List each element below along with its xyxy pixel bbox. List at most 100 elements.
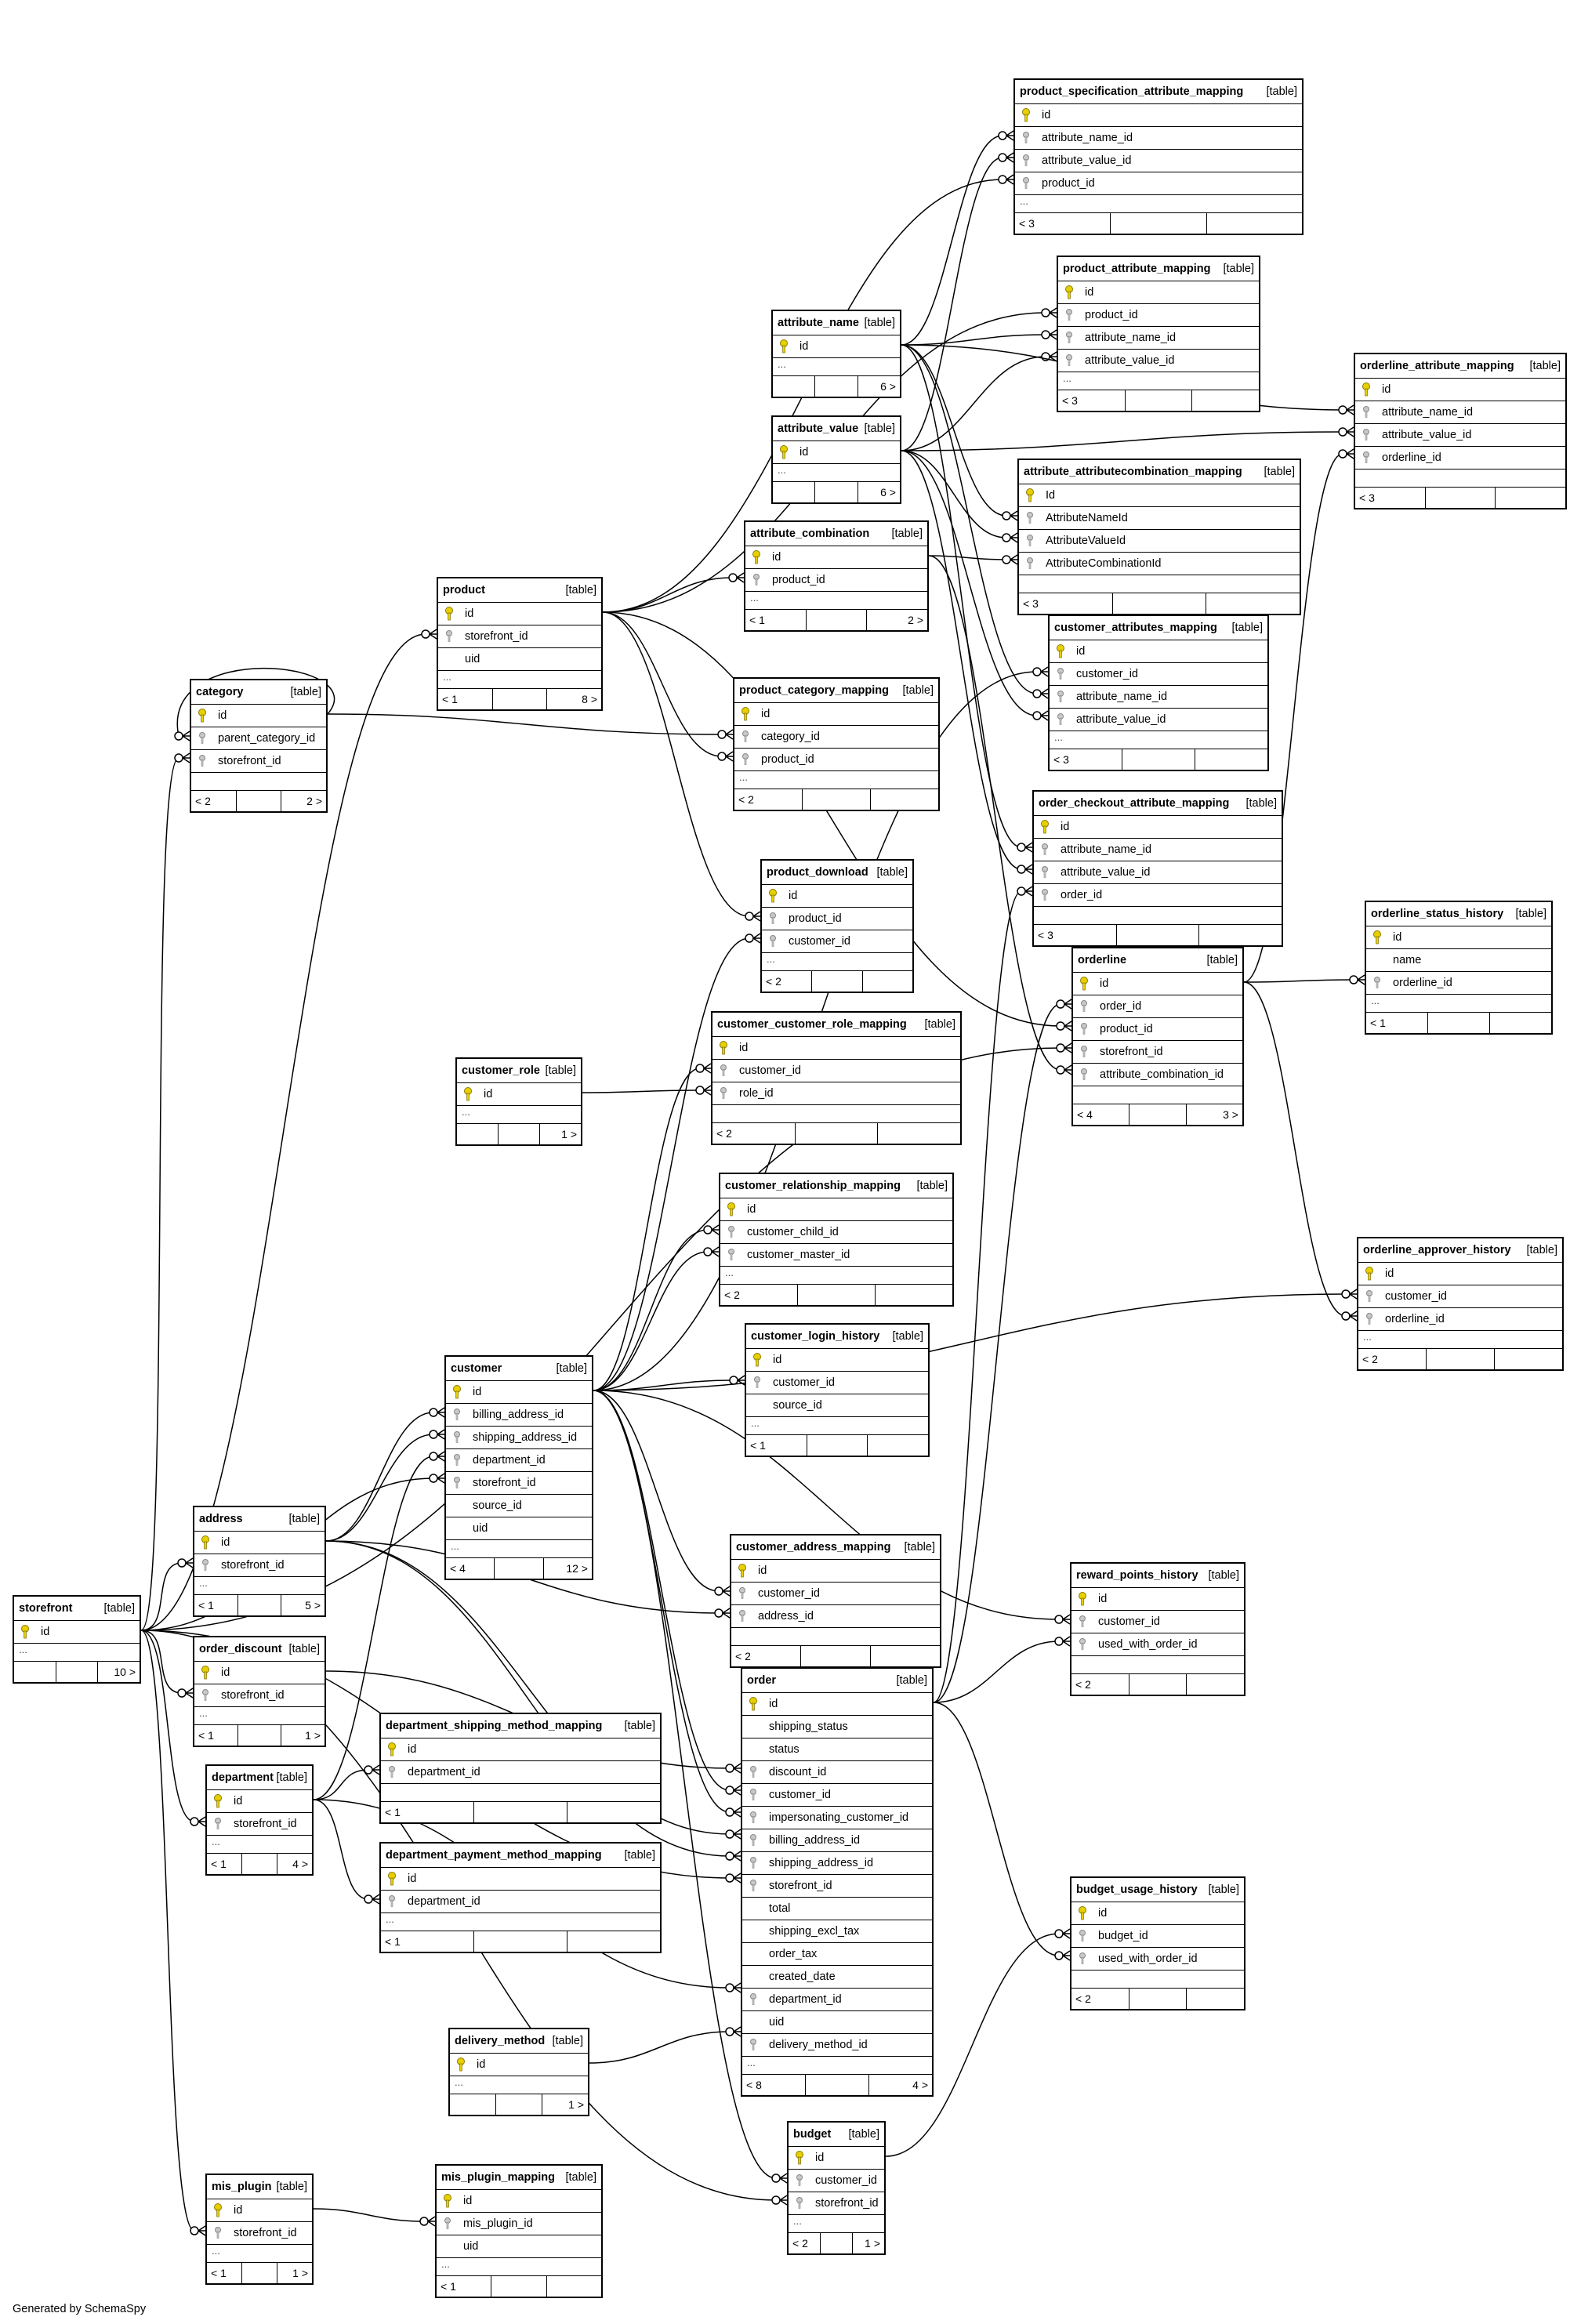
column-row[interactable]: id: [1355, 379, 1565, 401]
parent-count[interactable]: < 3: [1034, 925, 1117, 945]
table-header[interactable]: product_attribute_mapping[table]: [1058, 257, 1259, 281]
column-row[interactable]: shipping_excl_tax: [742, 1920, 932, 1943]
table-header[interactable]: customer_relationship_mapping[table]: [720, 1174, 952, 1198]
parent-count[interactable]: < 3: [1019, 593, 1113, 614]
column-row[interactable]: orderline_id: [1355, 447, 1565, 470]
table-header[interactable]: category[table]: [191, 680, 326, 705]
table-header[interactable]: attribute_value[table]: [773, 417, 900, 441]
child-count[interactable]: 1 >: [568, 2098, 584, 2111]
column-row[interactable]: id: [457, 1083, 581, 1106]
table-header[interactable]: customer_attributes_mapping[table]: [1050, 616, 1267, 640]
column-row[interactable]: customer_child_id: [720, 1221, 952, 1244]
child-count[interactable]: [863, 971, 912, 992]
child-count[interactable]: [547, 2276, 601, 2297]
column-row[interactable]: id: [1071, 1588, 1244, 1611]
parent-count[interactable]: < 3: [1355, 488, 1426, 508]
column-row[interactable]: customer_id: [746, 1372, 928, 1394]
column-row[interactable]: attribute_name_id: [1050, 686, 1267, 709]
child-count[interactable]: 4 >: [292, 1858, 308, 1870]
table-department-shipping-method-mapping[interactable]: department_shipping_method_mapping[table…: [379, 1713, 662, 1824]
column-row[interactable]: source_id: [746, 1394, 928, 1417]
child-count[interactable]: [1207, 213, 1302, 234]
column-row[interactable]: parent_category_id: [191, 727, 326, 750]
column-row[interactable]: id: [773, 335, 900, 358]
parent-count[interactable]: [457, 1124, 499, 1144]
child-count[interactable]: 2 >: [908, 614, 924, 626]
child-count[interactable]: [1199, 925, 1282, 945]
column-row[interactable]: attribute_value_id: [1355, 424, 1565, 447]
column-row[interactable]: customer_id: [742, 1784, 932, 1807]
table-header[interactable]: order_checkout_attribute_mapping[table]: [1034, 792, 1282, 816]
table-header[interactable]: storefront[table]: [14, 1597, 140, 1621]
column-row[interactable]: order_id: [1034, 884, 1282, 907]
column-row[interactable]: id: [194, 1532, 325, 1554]
child-count[interactable]: [878, 1123, 960, 1144]
column-row[interactable]: AttributeCombinationId: [1019, 553, 1300, 575]
column-row[interactable]: mis_plugin_id: [437, 2213, 601, 2235]
column-row[interactable]: product_id: [734, 749, 938, 771]
column-row[interactable]: name: [1366, 949, 1551, 972]
column-row[interactable]: storefront_id: [789, 2192, 884, 2215]
parent-count[interactable]: < 2: [1071, 1989, 1129, 2009]
column-row[interactable]: id: [1073, 973, 1242, 995]
column-row[interactable]: used_with_order_id: [1071, 1633, 1244, 1656]
column-row[interactable]: category_id: [734, 726, 938, 749]
table-header[interactable]: address[table]: [194, 1507, 325, 1532]
column-row[interactable]: customer_id: [1358, 1285, 1562, 1308]
column-row[interactable]: product_id: [1058, 304, 1259, 327]
child-count[interactable]: 1 >: [305, 1729, 321, 1742]
child-count[interactable]: [567, 1802, 660, 1822]
column-row[interactable]: uid: [437, 2235, 601, 2258]
column-row[interactable]: attribute_value_id: [1058, 350, 1259, 372]
column-row[interactable]: source_id: [446, 1495, 592, 1517]
child-count[interactable]: [871, 1646, 940, 1666]
column-row[interactable]: product_id: [745, 569, 927, 592]
column-row[interactable]: id: [789, 2147, 884, 2170]
column-row[interactable]: department_id: [742, 1989, 932, 2011]
column-row[interactable]: department_id: [381, 1891, 660, 1913]
column-row[interactable]: id: [773, 441, 900, 464]
column-row[interactable]: id: [381, 1868, 660, 1891]
parent-count[interactable]: < 1: [207, 1854, 242, 1874]
column-row[interactable]: customer_id: [731, 1583, 940, 1605]
child-count[interactable]: [1495, 1349, 1562, 1369]
column-row[interactable]: customer_id: [789, 2170, 884, 2192]
parent-count[interactable]: < 2: [1358, 1349, 1427, 1369]
parent-count[interactable]: < 1: [745, 610, 807, 630]
table-header[interactable]: product_category_mapping[table]: [734, 679, 938, 703]
column-row[interactable]: discount_id: [742, 1761, 932, 1784]
child-count[interactable]: 8 >: [582, 693, 598, 705]
table-header[interactable]: attribute_combination[table]: [745, 522, 927, 546]
column-row[interactable]: id: [194, 1662, 325, 1684]
column-row[interactable]: storefront_id: [446, 1472, 592, 1495]
column-row[interactable]: id: [381, 1738, 660, 1761]
column-row[interactable]: uid: [446, 1517, 592, 1540]
child-count[interactable]: [567, 1931, 660, 1952]
parent-count[interactable]: < 1: [438, 689, 493, 709]
table-storefront[interactable]: storefront[table]id...10 >: [13, 1595, 141, 1684]
table-department-payment-method-mapping[interactable]: department_payment_method_mapping[table]…: [379, 1842, 662, 1953]
child-count[interactable]: [871, 789, 938, 810]
table-header[interactable]: customer[table]: [446, 1357, 592, 1381]
column-row[interactable]: customer_id: [762, 930, 912, 953]
column-row[interactable]: storefront_id: [207, 1813, 312, 1836]
column-row[interactable]: id: [438, 603, 601, 625]
column-row[interactable]: orderline_id: [1366, 972, 1551, 995]
parent-count[interactable]: < 2: [720, 1285, 798, 1305]
column-row[interactable]: storefront_id: [742, 1875, 932, 1898]
table-header[interactable]: reward_points_history[table]: [1071, 1564, 1244, 1588]
child-count[interactable]: 5 >: [305, 1599, 321, 1612]
column-row[interactable]: customer_id: [1050, 663, 1267, 686]
column-row[interactable]: role_id: [712, 1082, 960, 1105]
parent-count[interactable]: < 4: [446, 1558, 495, 1579]
column-row[interactable]: id: [446, 1381, 592, 1404]
child-count[interactable]: 1 >: [561, 1128, 577, 1140]
column-row[interactable]: id: [437, 2190, 601, 2213]
